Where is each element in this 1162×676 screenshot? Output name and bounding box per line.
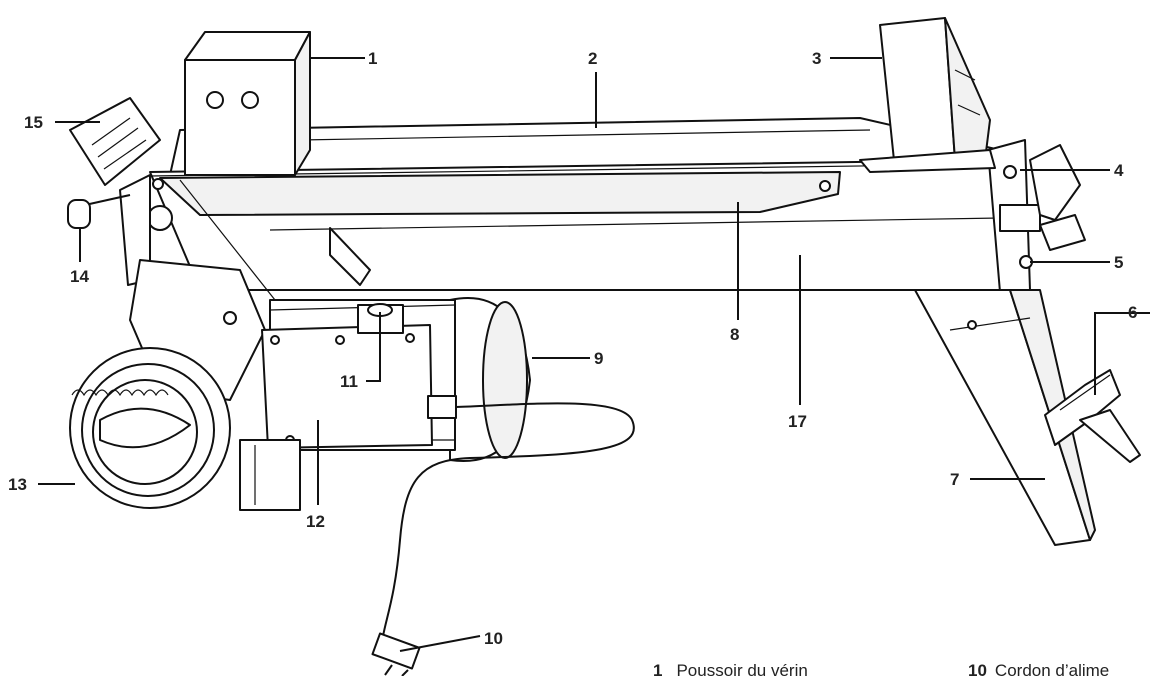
legend-label: Poussoir du vérin [676, 661, 807, 676]
callout-7: 7 [950, 470, 959, 489]
splitting-wedge [859, 17, 996, 173]
callout-15: 15 [24, 113, 43, 132]
callout-3: 3 [812, 49, 821, 68]
legend-number: 1 [653, 661, 662, 676]
legend-number: 10 [968, 661, 987, 676]
guide-plate [159, 171, 841, 216]
callout-6: 6 [1128, 303, 1137, 322]
callout-4: 4 [1114, 161, 1124, 180]
legend-item-10: 10 Cordon d’alime [968, 661, 1109, 676]
callout-11: 11 [340, 372, 358, 391]
callout-14: 14 [70, 267, 89, 286]
parts-legend: 1 Poussoir du vérin 10 Cordon d’alime [653, 661, 1109, 676]
handle-knob [67, 194, 131, 229]
callout-10: 10 [484, 629, 503, 648]
power-cord [371, 402, 635, 676]
callout-1: 1 [368, 49, 377, 68]
electric-motor [239, 296, 531, 511]
callout-17: 17 [788, 412, 807, 431]
cylinder-pusher [184, 31, 311, 176]
foot-bracket [1044, 369, 1141, 463]
callout-2: 2 [588, 49, 597, 68]
callout-13: 13 [8, 475, 27, 494]
leader-lines [38, 57, 1150, 652]
legend-label: Cordon d’alime [995, 661, 1109, 676]
callout-8: 8 [730, 325, 739, 344]
legend-item-1: 1 Poussoir du vérin [653, 661, 808, 676]
callout-12: 12 [306, 512, 325, 531]
hand-guard [69, 97, 161, 286]
main-beam [147, 117, 1086, 293]
wheel [69, 347, 231, 509]
callout-5: 5 [1114, 253, 1123, 272]
callout-labels: 1 2 3 4 5 6 7 8 9 10 11 12 13 14 15 17 [8, 49, 1137, 648]
callout-9: 9 [594, 349, 603, 368]
